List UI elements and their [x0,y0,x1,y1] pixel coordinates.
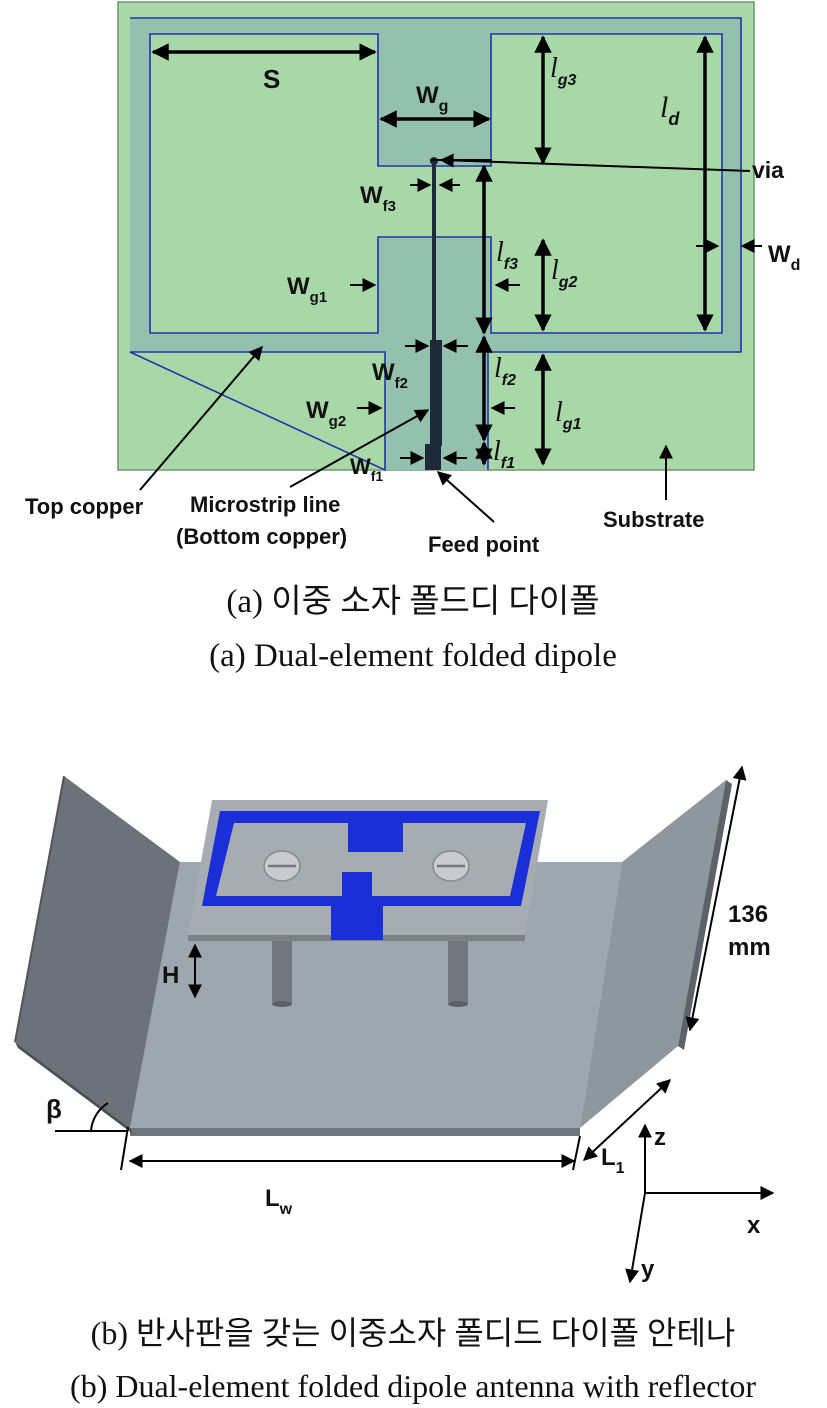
axis-z: z [654,1124,666,1151]
callout-substrate: Substrate [603,507,704,532]
label-Wf2: Wf2 [372,359,408,392]
reflector-left-wing [15,776,180,1128]
figure-b: H β Lw L1 136 mm z x y (b) 반사판을 갖는 이중소자 … [14,765,775,1404]
label-lf3: lf3 [496,237,518,273]
label-Lw: Lw [265,1185,293,1218]
microstrip-line [432,160,436,342]
callout-bottom-copper: (Bottom copper) [176,524,347,549]
label-Wg: Wg [416,82,448,115]
caption-b-korean: (b) 반사판을 갖는 이중소자 폴디드 다이폴 안테나 [91,1315,736,1351]
label-Wf1: Wf1 [350,454,383,484]
label-lf2: lf2 [494,353,516,389]
label-beta: β [46,1094,62,1124]
label-height-unit: mm [728,934,771,961]
label-L1: L1 [601,1144,625,1177]
label-lg3: lg3 [550,53,577,89]
label-lg1: lg1 [555,397,582,433]
axis-y: y [641,1256,655,1283]
label-S: S [263,64,280,94]
label-Wg1: Wg1 [287,273,327,306]
caption-a-english: (a) Dual-element folded dipole [209,638,617,674]
folded-dipole-radiator [202,811,540,940]
caption-a-korean: (a) 이중 소자 폴드디 다이폴 [226,584,599,620]
label-height-value: 136 [728,901,768,928]
label-via: via [752,157,784,183]
label-lf1: lf1 [493,436,515,472]
label-H: H [162,962,179,989]
callout-microstrip: Microstrip line [190,492,340,517]
callout-top-copper: Top copper [25,494,144,519]
label-lg2: lg2 [551,255,578,291]
label-ld: ld [660,91,680,129]
label-Wg2: Wg2 [306,397,346,430]
figure-a: S Wg lg3 ld via Wf3 lf3 lg2 Wd Wg1 [25,1,800,674]
caption-b-english: (b) Dual-element folded dipole antenna w… [70,1368,756,1404]
label-Wf3: Wf3 [360,182,396,215]
label-Wd: Wd [768,241,800,274]
callout-feed-point: Feed point [428,532,540,557]
axis-x: x [747,1212,761,1239]
